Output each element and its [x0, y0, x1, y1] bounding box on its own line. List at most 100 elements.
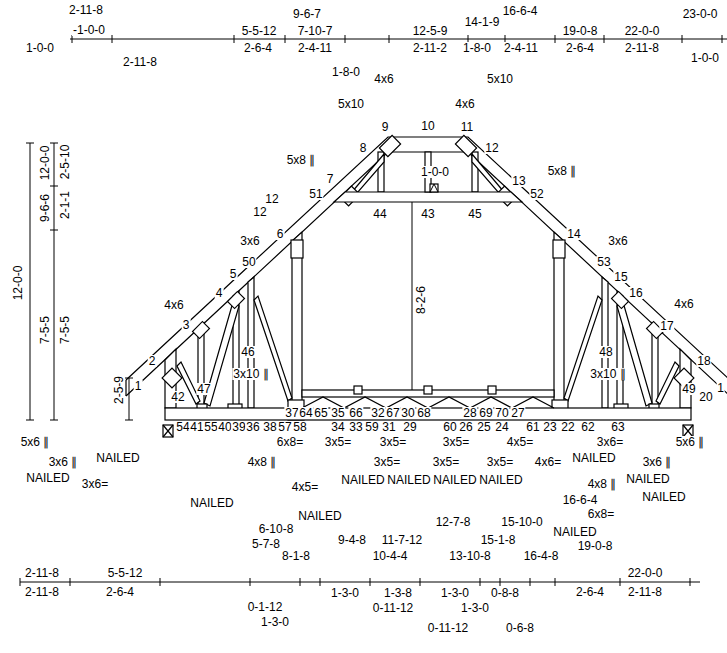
truss-label: 5x6 ∥ — [20, 436, 51, 448]
truss-label: 7 — [326, 173, 335, 185]
truss-label: 11-7-12 — [381, 534, 423, 546]
truss-label: 22 — [560, 421, 575, 433]
truss-label: 16-6-4 — [562, 494, 599, 506]
truss-label: 45 — [467, 208, 482, 220]
truss-label: 2-5-9 — [113, 375, 125, 405]
truss-label: NAILED — [478, 474, 523, 486]
truss-label: 5x8 ∥ — [286, 154, 317, 166]
truss-label: 1-3-0 — [260, 616, 290, 628]
truss-label: 1-3-0 — [460, 602, 490, 614]
truss-label: NAILED — [641, 491, 686, 503]
truss-label: 2-5-10 — [59, 144, 71, 181]
truss-label: 2-11-8 — [24, 567, 60, 579]
truss-label: 5x6 ∥ — [675, 436, 706, 448]
truss-label: 3 — [182, 319, 191, 331]
truss-label: 10 — [420, 120, 435, 132]
truss-label: 7-5-5 — [59, 315, 71, 345]
truss-label: 19-0-8 — [577, 540, 614, 552]
truss-label: 0-1-12 — [247, 601, 284, 613]
truss-label: 9-4-8 — [337, 534, 367, 546]
truss-label: 22-0-0 — [624, 25, 661, 37]
truss-label: 3x5= — [373, 456, 401, 468]
truss-label: 12 — [264, 193, 279, 205]
truss-label: 69 — [478, 407, 493, 419]
truss-label: 63 — [610, 421, 625, 433]
truss-label: NAILED — [95, 452, 140, 464]
truss-label: 9 — [381, 121, 390, 133]
truss-label: 17 — [659, 320, 674, 332]
truss-label: 2-11-8 — [24, 586, 60, 598]
truss-label: 2-11-8 — [624, 42, 660, 54]
truss-label: 12-0-0 — [12, 265, 24, 302]
truss-label: 3x10 ∥ — [589, 368, 626, 380]
truss-label: 24 — [494, 421, 509, 433]
truss-label: 3x5= — [379, 436, 407, 448]
truss-label: 5-5-12 — [107, 567, 144, 579]
truss-label: 2-6-4 — [565, 42, 595, 54]
truss-label: 19-0-8 — [562, 25, 599, 37]
truss-label: 1-0-0 — [25, 42, 55, 54]
truss-label: 65 — [313, 407, 328, 419]
truss-label: 51 — [308, 188, 323, 200]
truss-label: 60 — [442, 421, 457, 433]
truss-label: 4x6 — [673, 298, 694, 310]
truss-label: 23-0-0 — [682, 8, 719, 20]
truss-label: 2 — [148, 355, 157, 367]
truss-label: 5x10 — [486, 73, 514, 85]
truss-label: 6 — [276, 228, 285, 240]
truss-label: 34 — [330, 421, 345, 433]
truss-label: 1 — [134, 380, 143, 392]
truss-label: 46 — [240, 346, 255, 358]
truss-label: 47 — [196, 383, 211, 395]
truss-label: 3x5= — [486, 456, 514, 468]
truss-label: 2-11-8 — [68, 4, 104, 16]
truss-label: 3x5= — [324, 436, 352, 448]
truss-label: NAILED — [552, 526, 597, 538]
truss-label: 59 — [364, 421, 379, 433]
truss-label: 1-3-0 — [330, 587, 360, 599]
truss-label: 1-3-0 — [440, 587, 470, 599]
truss-label: 12-7-8 — [435, 516, 472, 528]
truss-label: 4x6 — [454, 98, 475, 110]
truss-label: 2-6-4 — [575, 586, 605, 598]
truss-label: 3x6= — [81, 478, 109, 490]
truss-label: 3x10 ∥ — [232, 368, 269, 380]
truss-label: 7-5-5 — [39, 315, 51, 345]
truss-label: 9-6-7 — [292, 8, 322, 20]
truss-label: 52 — [529, 188, 544, 200]
truss-label: 14-1-9 — [464, 16, 501, 28]
truss-label: 31 — [381, 421, 396, 433]
truss-label: 58 — [292, 421, 307, 433]
truss-label: 5x10 — [337, 98, 365, 110]
truss-label: 26 — [458, 421, 473, 433]
truss-label: 3x6 ∥ — [642, 456, 673, 468]
truss-label: 16-4-8 — [523, 550, 560, 562]
truss-label: 23 — [542, 421, 557, 433]
truss-label: 4x6 — [163, 299, 184, 311]
truss-label: 2-11-2 — [412, 42, 448, 54]
truss-label: 2-6-4 — [243, 42, 273, 54]
truss-label: 33 — [348, 421, 363, 433]
truss-label: 4x8 ∥ — [587, 478, 618, 490]
truss-label: 4x8 ∥ — [247, 456, 278, 468]
truss-label: 42 — [170, 391, 185, 403]
truss-label: 4x5= — [506, 436, 534, 448]
truss-label: 2-4-11 — [297, 42, 333, 54]
truss-label: 4 — [215, 287, 224, 299]
truss-label: 16-6-4 — [502, 5, 539, 17]
truss-label: 8-1-8 — [281, 550, 311, 562]
truss-label: 8 — [359, 142, 368, 154]
truss-label: NAILED — [25, 472, 70, 484]
truss-label: 5-7-8 — [251, 538, 281, 550]
truss-label: 1-8-0 — [331, 66, 361, 78]
truss-label: 12 — [484, 142, 499, 154]
truss-label: 16 — [628, 287, 643, 299]
truss-label: 11 — [460, 121, 474, 133]
truss-label: 3x5= — [432, 456, 460, 468]
truss-label: 2-6-4 — [105, 586, 135, 598]
truss-label: 2-11-8 — [122, 56, 158, 68]
truss-label: 1-8-0 — [462, 42, 492, 54]
truss-label: 13 — [511, 175, 526, 187]
truss-label: 2-11-8 — [627, 586, 663, 598]
